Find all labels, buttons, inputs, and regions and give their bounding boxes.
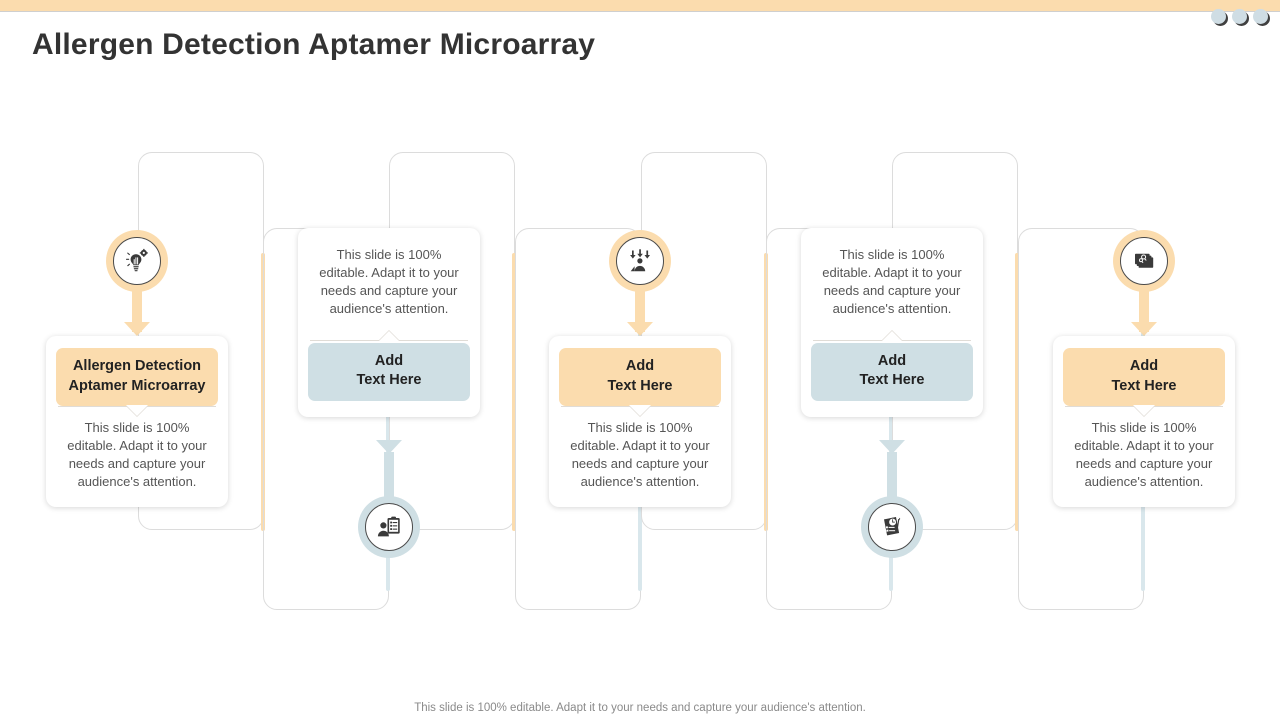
card-body-4: This slide is 100% editable. Adapt it to… — [822, 247, 962, 316]
icon-badge-inner-5 — [1120, 237, 1168, 285]
card-notch-1 — [126, 405, 148, 417]
connector-arrow-4 — [879, 440, 905, 454]
card-title-line-1: Add — [1129, 358, 1159, 374]
icon-badge-5[interactable] — [1113, 230, 1175, 292]
stacked-documents-icon — [1135, 253, 1154, 268]
card-body-3: This slide is 100% editable. Adapt it to… — [570, 420, 710, 489]
connector-stem-1 — [132, 288, 142, 332]
card-notch-2 — [378, 330, 400, 342]
card-separator-5 — [1065, 405, 1223, 417]
connector-stem-4 — [887, 452, 897, 498]
card-title-line-1: Add — [877, 352, 907, 369]
card-title-line-1: Allergen Detection — [72, 358, 202, 374]
person-pressure-arrows-icon — [630, 249, 650, 272]
clock-checklist-icon — [884, 517, 901, 536]
page-title: Allergen Detection Aptamer Microarray — [32, 28, 596, 61]
connector-stem-3 — [635, 288, 645, 332]
icon-badge-3[interactable] — [609, 230, 671, 292]
card-separator-3 — [561, 405, 719, 417]
top-accent-bar — [0, 0, 1280, 12]
connector-arrow-3 — [627, 322, 653, 336]
card-title-line-2: Text Here — [859, 372, 925, 389]
card-body-1: This slide is 100% editable. Adapt it to… — [67, 420, 207, 489]
card-separator-4 — [813, 330, 971, 342]
card-body-5: This slide is 100% editable. Adapt it to… — [1074, 420, 1214, 489]
card-title-pill-2[interactable]: Add Text Here — [308, 342, 470, 401]
card-title-line-2: Aptamer Microarray — [68, 377, 206, 394]
content-card-4[interactable]: This slide is 100% editable. Adapt it to… — [801, 228, 983, 417]
connector-arrow-1 — [124, 322, 150, 336]
card-separator-2 — [310, 330, 468, 342]
window-dot-1[interactable] — [1211, 9, 1226, 24]
card-notch-4 — [881, 330, 903, 342]
content-card-2[interactable]: This slide is 100% editable. Adapt it to… — [298, 228, 480, 417]
content-card-3[interactable]: Add Text Here This slide is 100% editabl… — [549, 336, 731, 507]
card-title-pill-4[interactable]: Add Text Here — [811, 342, 973, 401]
card-title-line-1: Add — [625, 358, 655, 374]
card-title-line-2: Text Here — [356, 372, 422, 389]
card-title-pill-3[interactable]: Add Text Here — [559, 348, 721, 407]
icon-badge-inner-3 — [616, 237, 664, 285]
card-title-pill-5[interactable]: Add Text Here — [1063, 348, 1225, 407]
card-title-line-2: Text Here — [607, 377, 673, 394]
icon-badge-2[interactable] — [358, 496, 420, 558]
window-dot-3[interactable] — [1253, 9, 1268, 24]
card-title-pill-1[interactable]: Allergen Detection Aptamer Microarray — [56, 348, 218, 407]
window-controls — [1211, 9, 1268, 24]
icon-badge-4[interactable] — [861, 496, 923, 558]
connector-arrow-5 — [1131, 322, 1157, 336]
card-title-line-2: Text Here — [1111, 377, 1177, 394]
icon-badge-inner-2 — [365, 503, 413, 551]
connector-stem-5 — [1139, 288, 1149, 332]
card-notch-3 — [629, 405, 651, 417]
person-clipboard-icon — [377, 516, 400, 537]
window-dot-2[interactable] — [1232, 9, 1247, 24]
content-card-1[interactable]: Allergen Detection Aptamer Microarray Th… — [46, 336, 228, 507]
icon-badge-inner-4 — [868, 503, 916, 551]
card-separator-1 — [58, 405, 216, 417]
card-body-2: This slide is 100% editable. Adapt it to… — [319, 247, 459, 316]
footer-note: This slide is 100% editable. Adapt it to… — [414, 702, 866, 714]
icon-badge-1[interactable] — [106, 230, 168, 292]
icon-badge-inner-1 — [113, 237, 161, 285]
card-title-line-1: Add — [374, 352, 404, 369]
panel-accent-bar-7 — [1015, 253, 1019, 531]
card-notch-5 — [1133, 405, 1155, 417]
content-card-5[interactable]: Add Text Here This slide is 100% editabl… — [1053, 336, 1235, 507]
lightbulb-gear-icon — [126, 248, 148, 272]
panel-accent-bar-3 — [512, 253, 516, 531]
connector-arrow-2 — [376, 440, 402, 454]
connector-stem-2 — [384, 452, 394, 498]
